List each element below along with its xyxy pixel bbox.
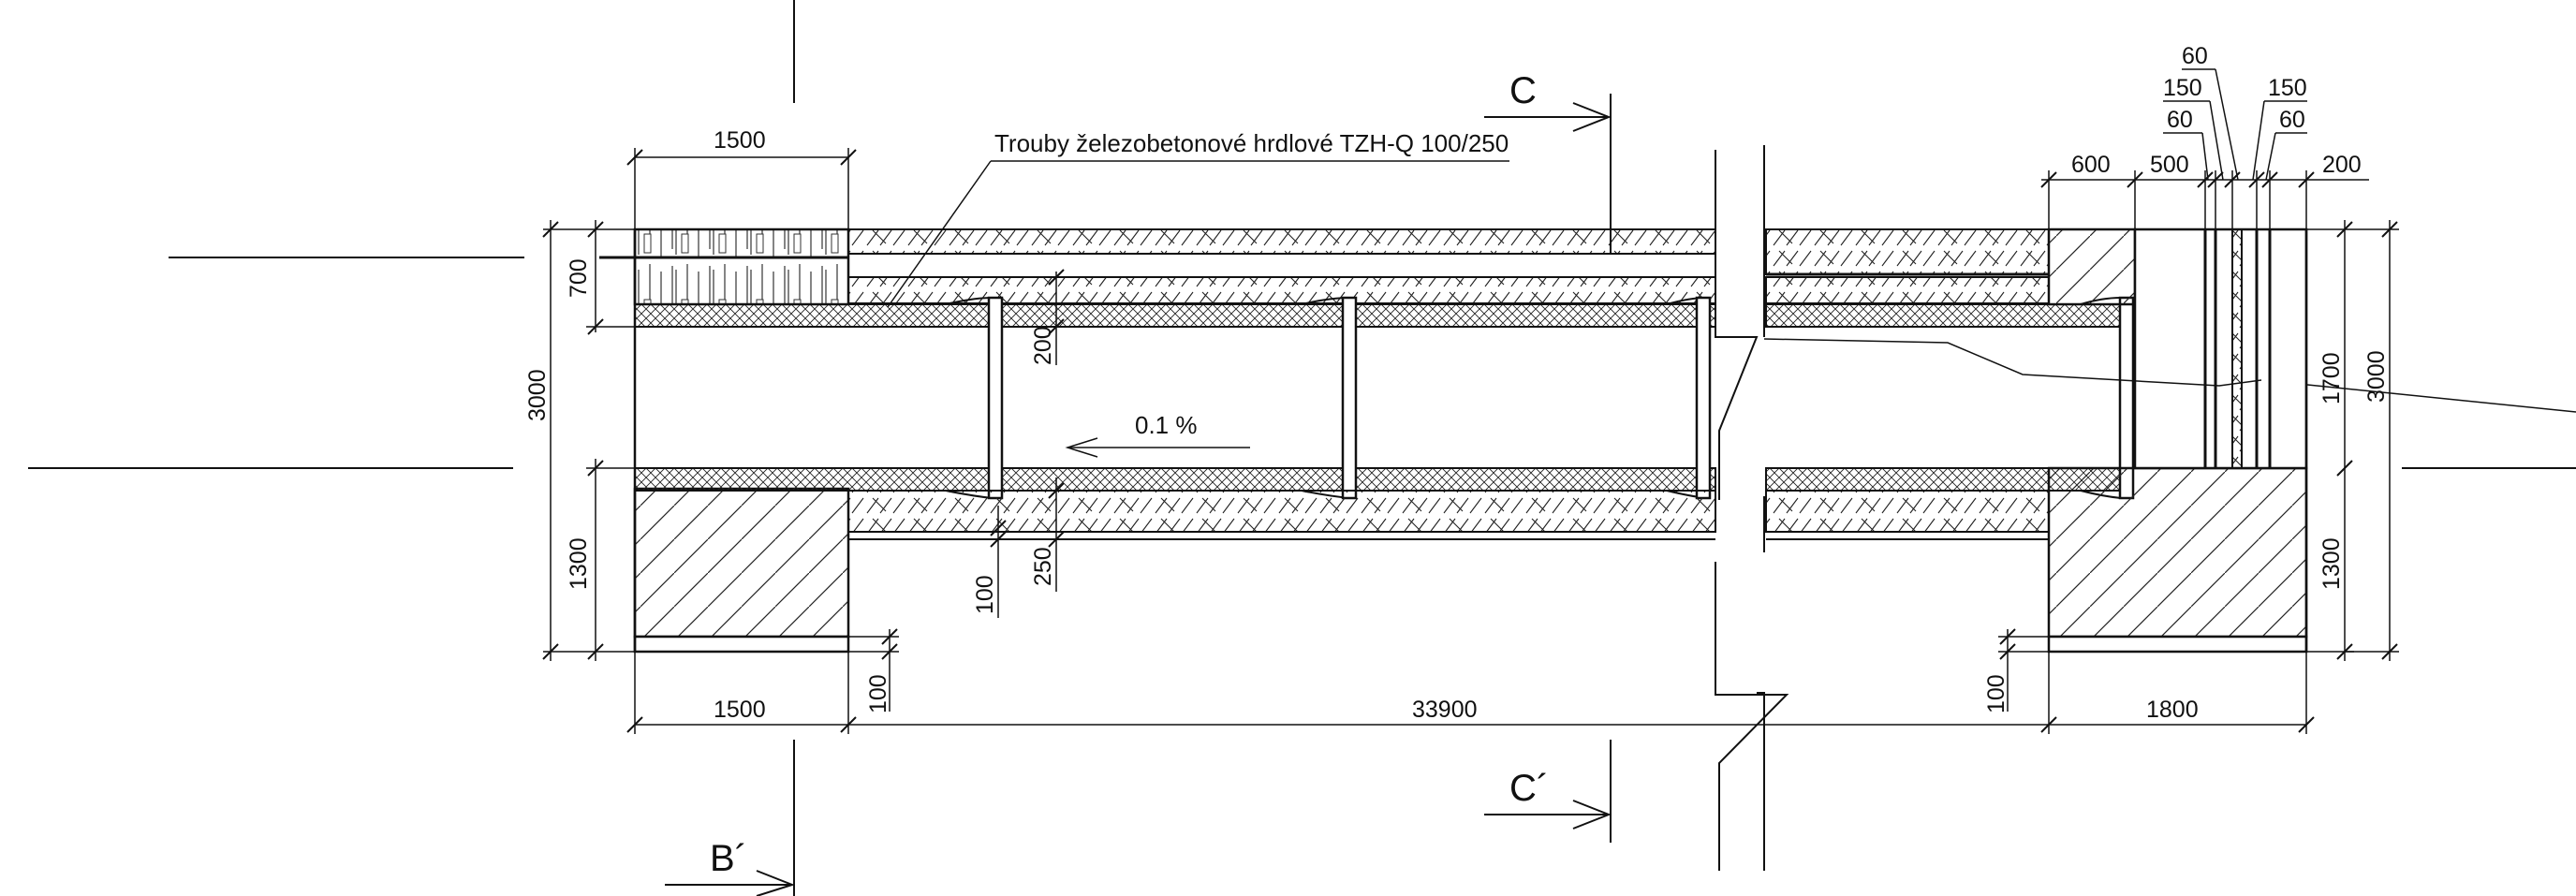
dim-bottom-1500: 1500 (714, 697, 766, 723)
section-markers: C C´ B´ (665, 70, 1612, 896)
dim-left-3000: 3000 (524, 369, 551, 421)
dim-left-700: 700 (566, 258, 592, 298)
dim-pipe-250: 250 (1030, 547, 1056, 586)
slope-arrow: 0.1 % (1065, 411, 1250, 458)
dim-top-60-b: 60 (2182, 43, 2208, 69)
fill-above-left (847, 228, 2050, 304)
dim-top-200: 200 (2322, 152, 2362, 178)
dim-left: 3000 700 1300 (524, 220, 635, 661)
dim-bottom-100-right: 100 (1983, 674, 2009, 713)
bedding-below (847, 490, 2050, 540)
break-line (1715, 145, 1789, 871)
reference-lines (28, 0, 2576, 896)
dim-bottom-1800: 1800 (2146, 697, 2199, 723)
slope-label: 0.1 % (1135, 411, 1198, 439)
dim-top-60-c: 60 (2279, 107, 2305, 133)
section-c-prime-label: C´ (1509, 768, 1549, 809)
dim-top-500: 500 (2150, 152, 2189, 178)
dim-right: 1700 1300 3000 (2306, 220, 2399, 661)
dim-top-150-b: 150 (2268, 75, 2307, 101)
dim-bottom-100-left: 100 (865, 674, 891, 713)
pipe-top-wall (634, 297, 2127, 328)
right-headwall (2047, 228, 2308, 654)
dim-bottom: 1500 33900 1800 100 100 (626, 628, 2315, 734)
dim-top-60-a: 60 (2167, 107, 2193, 133)
dim-top-150-a: 150 (2163, 75, 2202, 101)
dim-top: 1500 600 500 200 60 150 60 150 60 (626, 43, 2369, 229)
dim-left-1300: 1300 (566, 537, 592, 590)
section-c-label: C (1509, 70, 1537, 111)
dim-pipe-200: 200 (1030, 326, 1056, 365)
dim-right-3000: 3000 (2363, 350, 2390, 403)
dim-top-left-1500: 1500 (714, 127, 766, 154)
dim-bottom-33900: 33900 (1412, 697, 1478, 723)
water-surface-line (1763, 338, 2262, 387)
dim-pipe: 200 250 100 (972, 269, 1067, 618)
dim-right-1300: 1300 (2318, 537, 2345, 590)
dim-top-600: 600 (2071, 152, 2111, 178)
pipe-label: Trouby železobetonové hrdlové TZH-Q 100/… (994, 129, 1509, 157)
section-b-prime-label: B´ (710, 838, 747, 879)
dim-right-1700: 1700 (2318, 352, 2345, 404)
left-headwall (599, 228, 850, 654)
pipe-joints (987, 296, 2135, 500)
pipe-label-group: Trouby železobetonové hrdlové TZH-Q 100/… (887, 129, 1509, 308)
dim-pipe-100: 100 (972, 575, 998, 614)
